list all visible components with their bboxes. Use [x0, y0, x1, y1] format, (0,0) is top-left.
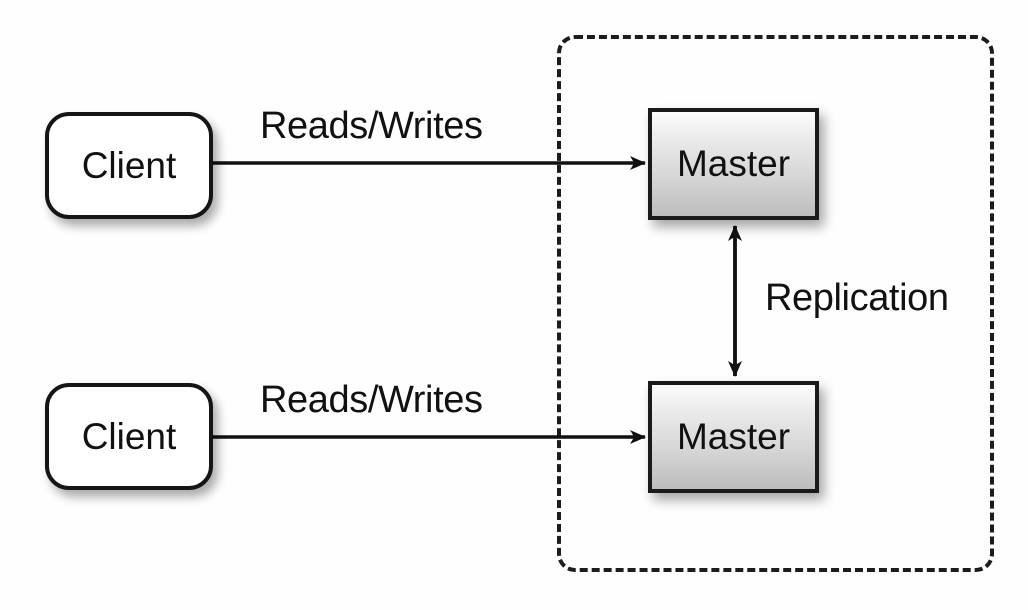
- node-master-bottom[interactable]: Master: [648, 381, 819, 493]
- node-client-top-label: Client: [81, 144, 177, 186]
- node-master-bottom-label: Master: [676, 416, 791, 457]
- node-master-top-label: Master: [676, 143, 791, 184]
- node-client-bottom[interactable]: Client: [45, 383, 213, 490]
- edge-label-reads-writes-bottom: Reads/Writes: [260, 379, 483, 421]
- edge-label-reads-writes-top: Reads/Writes: [260, 105, 483, 147]
- edge-label-replication: Replication: [765, 277, 949, 319]
- node-client-bottom-label: Client: [81, 415, 177, 457]
- replication-cluster-boundary: [557, 35, 994, 572]
- node-master-top[interactable]: Master: [648, 108, 819, 220]
- node-client-top[interactable]: Client: [45, 112, 213, 219]
